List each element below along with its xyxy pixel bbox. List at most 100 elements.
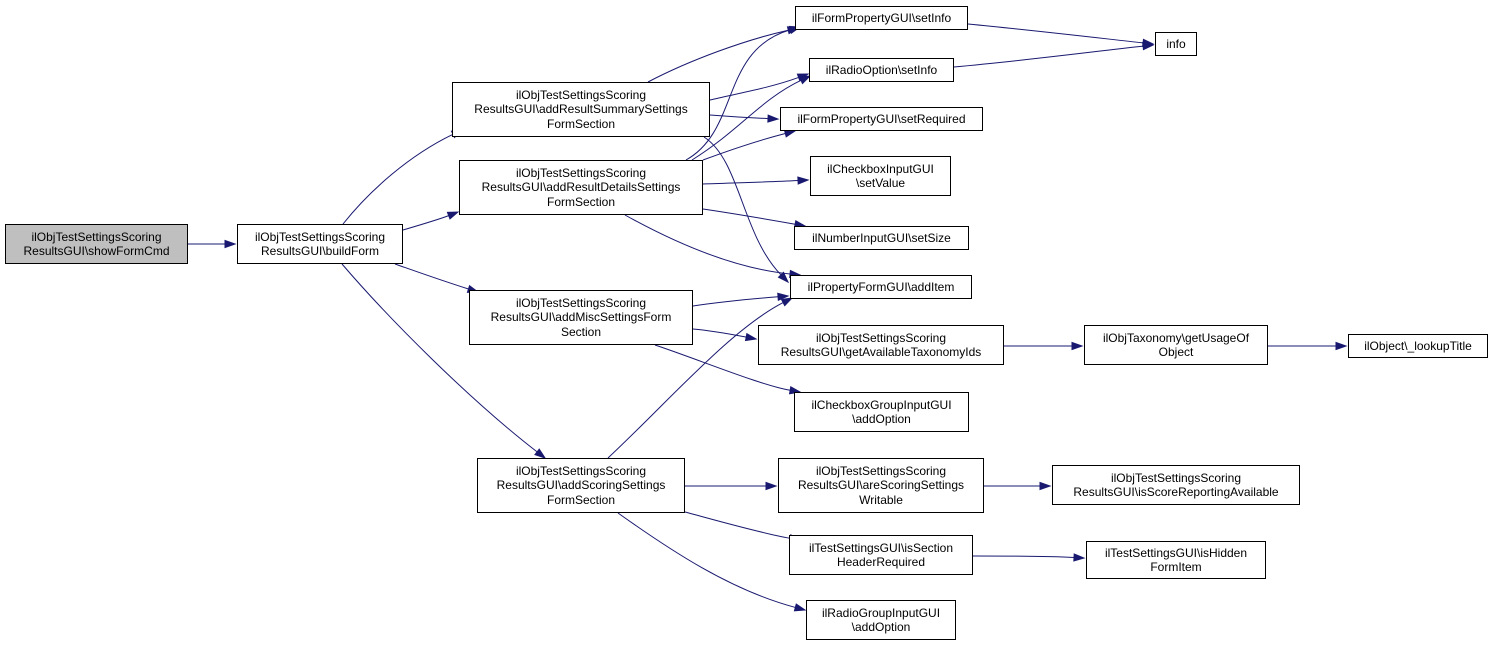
edge-line xyxy=(702,208,796,225)
node-form-property-set-required[interactable]: ilFormPropertyGUI\setRequired xyxy=(780,107,983,131)
node-radio-group-add-option[interactable]: ilRadioGroupInputGUI\addOption xyxy=(806,600,956,640)
edge-line xyxy=(685,29,791,161)
node-label-line: ilObjTestSettingsScoring xyxy=(515,87,647,102)
edge-line xyxy=(402,215,449,231)
edge-line xyxy=(342,133,454,225)
node-label-line: ilObjTestSettingsScoring xyxy=(1110,470,1242,485)
edge-buildForm-to-addMisc xyxy=(394,263,480,293)
node-radio-option-set-info[interactable]: ilRadioOption\setInfo xyxy=(809,58,954,82)
node-label-line: ilCheckboxGroupInputGUI xyxy=(811,397,952,412)
node-label-line: ilPropertyFormGUI\addItem xyxy=(807,279,955,294)
node-label-line: FormSection xyxy=(546,492,616,507)
edge-addResultDetails-to-setRequired xyxy=(702,129,797,161)
node-label-line: info xyxy=(1166,36,1186,51)
node-label-line: ResultsGUI\getAvailableTaxonomyIds xyxy=(780,345,982,359)
node-label-line: ilRadioGroupInputGUI xyxy=(821,605,941,620)
node-checkbox-group-add-option[interactable]: ilCheckboxGroupInputGUI\addOption xyxy=(794,392,969,432)
edge-line xyxy=(953,45,1144,68)
edge-line xyxy=(709,114,769,120)
edge-line xyxy=(647,29,789,83)
node-label-line: HeaderRequired xyxy=(836,555,926,569)
node-label-line: ResultsGUI\isScoreReportingAvailable xyxy=(1073,485,1279,499)
edge-addResultDetails-to-radioSetInfo xyxy=(691,75,812,161)
edge-line xyxy=(394,263,469,290)
edge-buildForm-to-addResultSummary xyxy=(342,129,464,225)
edge-line xyxy=(654,344,791,391)
node-label-line: FormItem xyxy=(1150,560,1202,574)
node-label-line: ilFormPropertyGUI\setInfo xyxy=(811,10,952,25)
node-label-line: ResultsGUI\addResultDetailsSettings xyxy=(481,180,681,195)
edge-buildForm-to-addScoring xyxy=(341,263,547,459)
node-label-line: ilObject\_lookupTitle xyxy=(1364,338,1472,353)
edge-buildForm-to-addResultDetails xyxy=(402,211,460,231)
node-label-line: ilObjTestSettingsScoring xyxy=(515,463,647,478)
edge-areWritable-to-isScoreReporting xyxy=(984,481,1052,491)
node-label-line: ResultsGUI\addResultSummarySettings xyxy=(474,102,688,117)
edge-line xyxy=(702,180,799,185)
edge-line xyxy=(972,555,1075,558)
edge-addMisc-to-addItem xyxy=(692,292,790,307)
edge-addScoring-to-sectionHeader xyxy=(684,511,802,543)
node-label-line: ilObjTestSettingsScoring xyxy=(815,330,947,345)
edge-line xyxy=(702,133,786,161)
edge-arrowhead xyxy=(446,211,460,220)
edge-addScoring-to-areWritable xyxy=(685,481,778,491)
edge-line xyxy=(624,214,791,275)
node-checkbox-input-set-value[interactable]: ilCheckboxInputGUI\setValue xyxy=(810,156,951,196)
edge-addResultDetails-to-addItem xyxy=(624,214,802,279)
edge-arrowhead xyxy=(1039,481,1052,491)
node-label-line: ResultsGUI\areScoringSettings xyxy=(797,478,965,493)
node-form-property-set-info[interactable]: ilFormPropertyGUI\setInfo xyxy=(795,6,968,30)
edge-arrowhead xyxy=(777,292,790,302)
edge-arrowhead xyxy=(1335,341,1348,351)
edge-line xyxy=(684,511,791,539)
edge-line xyxy=(617,512,796,608)
edge-line xyxy=(691,79,802,161)
node-number-input-set-size[interactable]: ilNumberInputGUI\setSize xyxy=(794,226,969,250)
edge-arrowhead xyxy=(1071,341,1084,351)
edge-line xyxy=(692,296,779,307)
edge-arrowhead xyxy=(798,75,812,85)
edge-addResultDetails-to-checkboxSetValue xyxy=(702,176,810,185)
edge-addResultSummary-to-addItem xyxy=(703,136,790,284)
node-property-form-add-item[interactable]: ilPropertyFormGUI\addItem xyxy=(790,275,972,299)
edge-addScoring-to-radioGroupAdd xyxy=(617,512,807,612)
node-label-line: ilObjTestSettingsScoring xyxy=(515,165,647,180)
node-label-line: FormSection xyxy=(546,194,616,209)
edge-line xyxy=(967,23,1144,44)
edge-arrowhead xyxy=(744,332,758,342)
edge-addResultDetails-to-setSize xyxy=(702,208,807,229)
edge-arrowhead xyxy=(224,239,237,249)
node-label-line: ResultsGUI\addMiscSettingsForm xyxy=(490,310,672,325)
edge-addScoring-to-addItem xyxy=(607,297,794,459)
node-label-line: ilObjTaxonomy\getUsageOf xyxy=(1102,330,1250,345)
node-label-line: ilTestSettingsGUI\isSection xyxy=(808,540,954,555)
node-label-line: \addOption xyxy=(852,412,911,426)
node-info[interactable]: info xyxy=(1155,32,1197,56)
edge-arrowhead xyxy=(783,129,797,138)
node-label-line: \addOption xyxy=(851,620,911,634)
edge-sectionHeader-to-isHiddenForm xyxy=(972,553,1086,562)
edge-arrowhead xyxy=(1142,41,1155,51)
edge-showFormCmd-to-buildForm xyxy=(188,239,237,249)
edge-getTaxIds-to-getUsageOf xyxy=(1004,341,1084,351)
node-label-line: ilObjTestSettingsScoring xyxy=(815,463,947,478)
node-object-lookup-title[interactable]: ilObject\_lookupTitle xyxy=(1348,334,1488,358)
edge-radioSetInfo-to-info xyxy=(953,41,1155,68)
edge-arrowhead xyxy=(793,603,807,612)
edge-addResultSummary-to-setRequired xyxy=(709,114,780,123)
edge-line xyxy=(341,263,538,453)
